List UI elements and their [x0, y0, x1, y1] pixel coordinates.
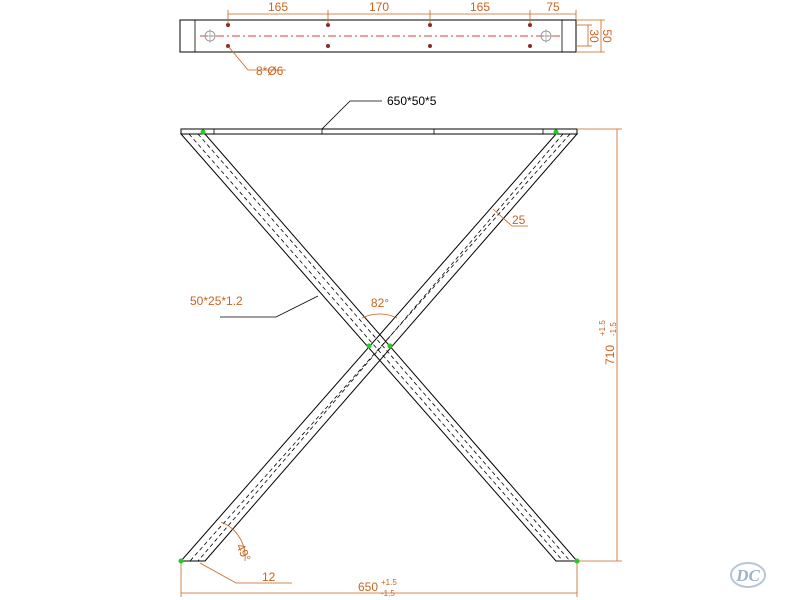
foot-dim: 12	[262, 570, 276, 584]
width-dim: 650	[358, 580, 378, 594]
dim-hole-spacing: 30	[587, 29, 601, 43]
height-tol-plus: +1.5	[598, 320, 607, 336]
top-bar-label: 650*50*5	[387, 94, 437, 108]
top-bar	[180, 128, 578, 135]
width-dimension-lines	[180, 563, 578, 597]
logo-text: DC	[735, 566, 760, 585]
front-view: 650*50*5 50*25*1.2 25 82° 49° 12 650 +1.…	[178, 94, 622, 598]
width-tol-plus: +1.5	[381, 578, 397, 587]
angle-bottom: 49°	[233, 541, 253, 564]
thickness-leader	[492, 208, 528, 227]
tube-leader	[220, 295, 319, 318]
height-tol-minus: -1.5	[609, 322, 618, 336]
weld-nodes	[178, 129, 580, 564]
hole-note: 8*Ø6	[256, 64, 284, 78]
top-view-dimension-lines	[227, 10, 605, 71]
angle-bottom-arc	[220, 521, 246, 562]
dim-spacing-1: 165	[268, 0, 288, 14]
top-plate-outline	[179, 19, 577, 53]
dc-logo: DC	[730, 562, 766, 588]
edge-hole-left	[203, 29, 217, 43]
height-dim: 710	[603, 345, 617, 365]
tube-right-to-left	[179, 133, 579, 562]
angle-top-arc	[361, 313, 398, 319]
dim-spacing-2: 170	[369, 0, 389, 14]
thickness-dim: 25	[512, 213, 526, 227]
tube-left-to-right	[179, 133, 579, 562]
angle-top: 82°	[371, 296, 389, 310]
width-tol-minus: -1.5	[381, 589, 395, 598]
top-bar-leader	[321, 100, 382, 130]
tube-label: 50*25*1.2	[190, 294, 243, 308]
dim-plate-width: 50	[600, 29, 614, 43]
foot-leader	[199, 562, 292, 584]
mounting-holes	[226, 23, 532, 48]
dim-edge: 75	[546, 0, 560, 14]
height-dimension-lines	[578, 128, 622, 562]
dim-spacing-3: 165	[470, 0, 490, 14]
top-view: 165 170 165 75 30 50 8*Ø6	[179, 0, 614, 78]
edge-hole-right	[539, 29, 553, 43]
